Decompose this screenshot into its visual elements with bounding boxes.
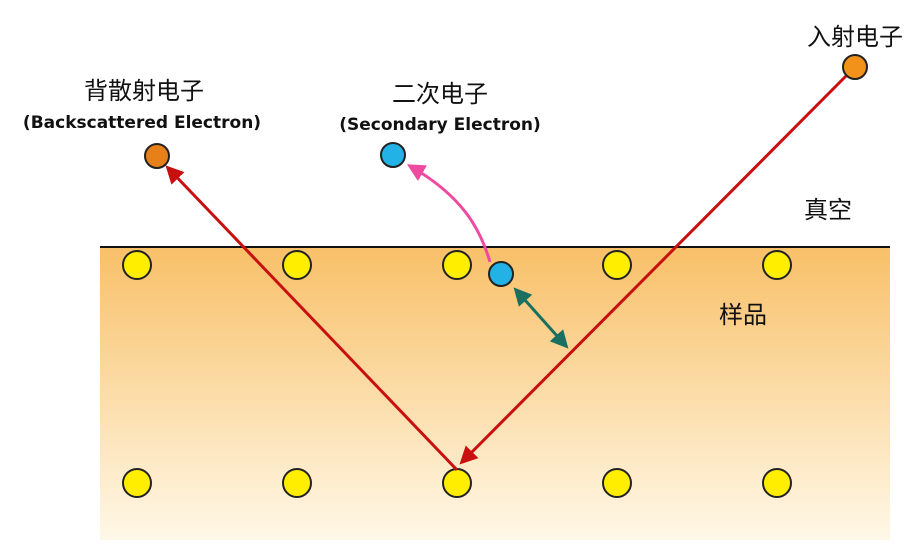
atom <box>282 250 312 280</box>
sample-label: 样品 <box>719 301 767 329</box>
secondary-electron-label: 二次电子 <box>392 80 488 108</box>
sample-region <box>100 247 890 540</box>
backscattered-electron-label: 背散射电子 <box>84 77 204 105</box>
backscattered-beam-arrow <box>165 165 459 472</box>
atom <box>442 468 472 498</box>
atom <box>762 250 792 280</box>
atom-row-bottom <box>122 468 792 498</box>
atom <box>762 468 792 498</box>
secondary-electron-source <box>488 261 514 287</box>
atom <box>122 468 152 498</box>
atom <box>442 250 472 280</box>
backscattered-electron <box>144 143 170 169</box>
atom <box>602 250 632 280</box>
atom <box>602 468 632 498</box>
atom <box>282 468 312 498</box>
incident-electron <box>842 54 868 80</box>
incident-beam-arrow <box>459 70 852 465</box>
secondary-electron-emitted <box>380 142 406 168</box>
secondary-electron-path <box>406 164 492 263</box>
incident-electron-label: 入射电子 <box>807 23 903 51</box>
vacuum-label: 真空 <box>804 196 852 224</box>
secondary-electron-en-label: (Secondary Electron) <box>339 115 541 135</box>
interaction-arrow <box>513 287 569 349</box>
backscattered-electron-en-label: (Backscattered Electron) <box>23 113 261 133</box>
atom <box>122 250 152 280</box>
atom-row-top <box>122 250 792 280</box>
